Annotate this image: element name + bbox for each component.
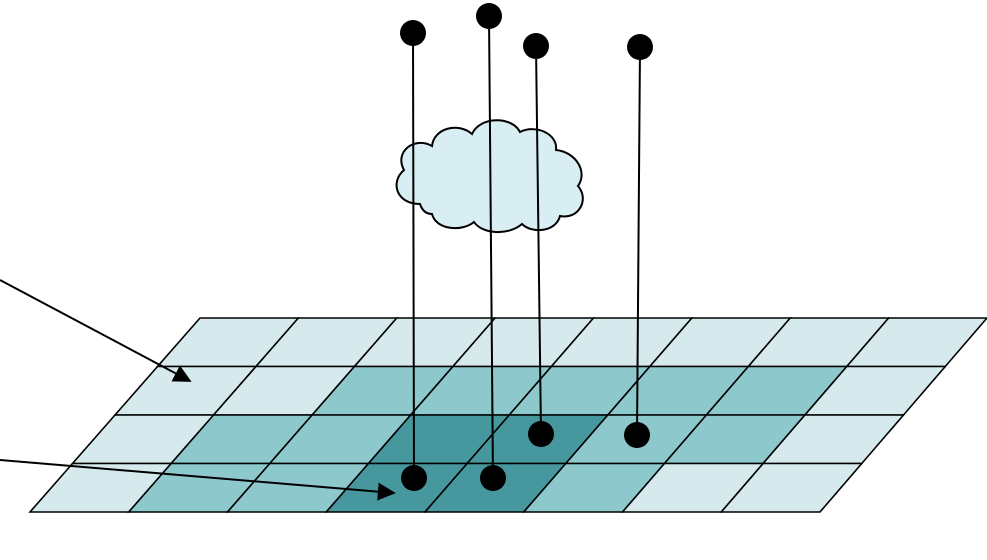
top-dot bbox=[476, 3, 502, 29]
ground-dot bbox=[480, 465, 506, 491]
vertical-line bbox=[636, 46, 641, 436]
top-dot bbox=[400, 20, 426, 46]
ground-dot bbox=[624, 422, 650, 448]
annotation-arrows bbox=[0, 279, 396, 501]
line-of-sight-column bbox=[624, 34, 653, 448]
top-dot bbox=[523, 33, 549, 59]
grid-cell bbox=[719, 462, 864, 513]
line-of-sight-group bbox=[400, 3, 653, 491]
vertical-line bbox=[535, 45, 542, 435]
ground-grid bbox=[28, 317, 987, 513]
annotation-arrow bbox=[0, 279, 192, 382]
ground-dot bbox=[401, 465, 427, 491]
line-of-sight-column bbox=[523, 33, 554, 447]
line-of-sight-column bbox=[476, 3, 506, 491]
vertical-line bbox=[412, 32, 415, 479]
ground-dot bbox=[528, 421, 554, 447]
top-dot bbox=[627, 34, 653, 60]
annotation-arrow bbox=[0, 459, 396, 501]
line-of-sight-column bbox=[400, 20, 427, 491]
vertical-line bbox=[488, 15, 494, 479]
